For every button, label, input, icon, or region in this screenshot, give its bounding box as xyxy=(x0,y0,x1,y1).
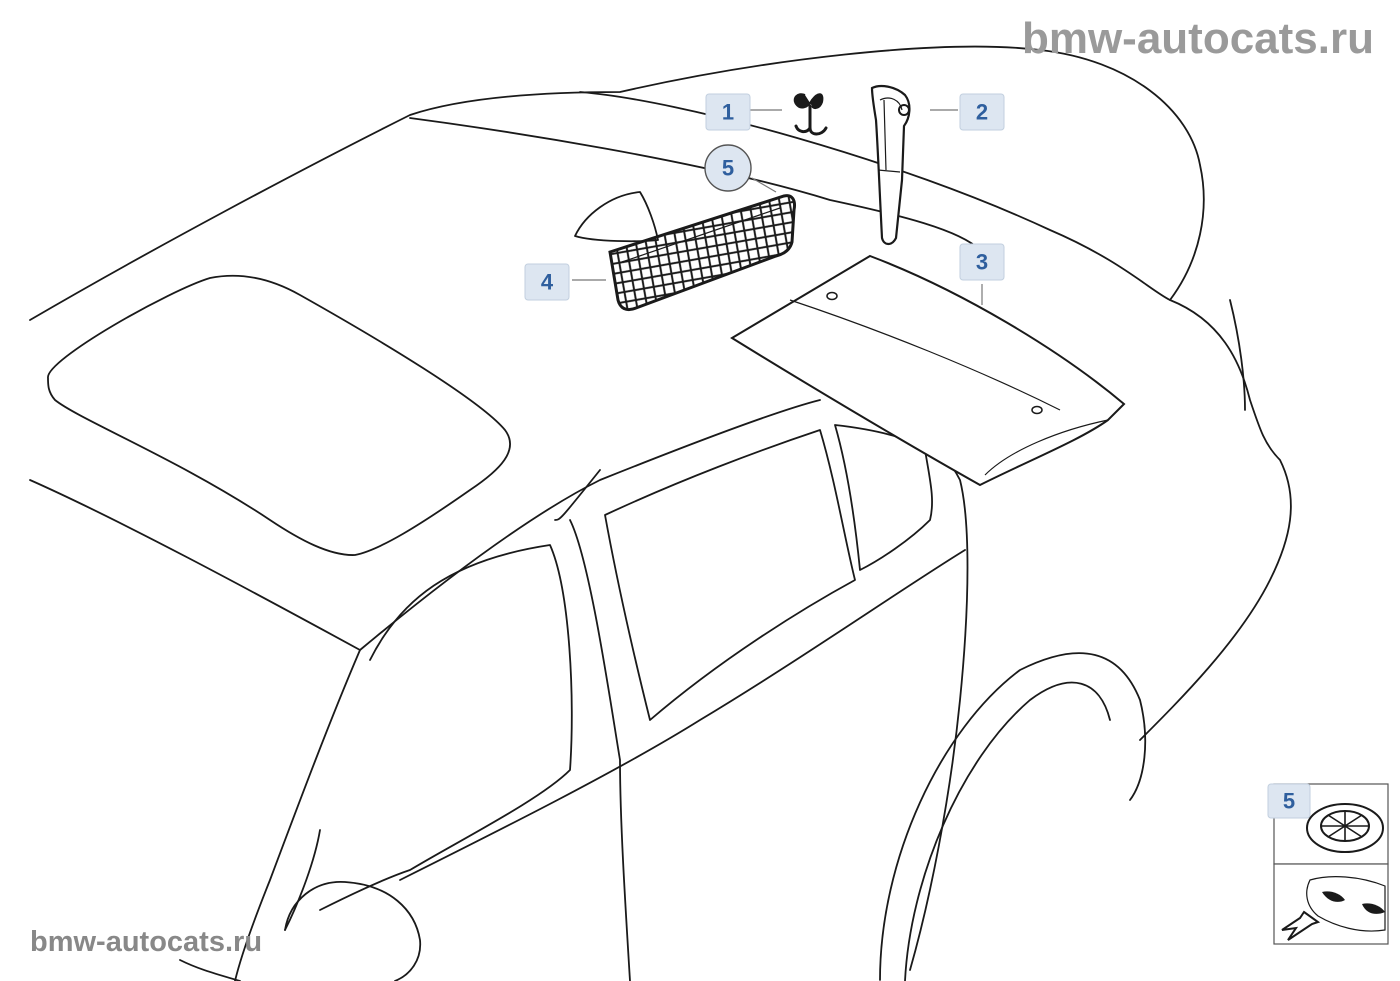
part-4-luggage-net xyxy=(608,194,796,312)
antenna-fin xyxy=(574,191,659,243)
grommet-icon xyxy=(1306,803,1384,853)
part-2-pillar-trim xyxy=(870,84,911,246)
watermark-top: bmw-autocats.ru xyxy=(1021,14,1374,63)
legend-panel: 5 xyxy=(1267,783,1389,945)
callout-1: 1 xyxy=(705,93,751,131)
callout-4: 4 xyxy=(524,263,570,301)
callout-4-label: 4 xyxy=(541,270,554,295)
legend-panel-label: 5 xyxy=(1283,789,1295,814)
part-3-floor-cover xyxy=(730,254,1126,487)
car-locator-icon xyxy=(1306,876,1386,932)
callout-2: 2 xyxy=(959,93,1005,131)
arrow-icon xyxy=(1281,910,1321,941)
callout-3-label: 3 xyxy=(976,250,988,275)
leader-lines xyxy=(572,109,983,305)
callout-3: 3 xyxy=(959,243,1005,281)
watermark-bottom: bmw-autocats.ru xyxy=(30,926,263,958)
callout-2-label: 2 xyxy=(976,100,988,125)
callout-5: 5 xyxy=(704,144,752,192)
part-1-hook xyxy=(793,93,828,136)
callout-5-label: 5 xyxy=(722,156,734,181)
callout-1-label: 1 xyxy=(722,100,734,125)
car-body-outline xyxy=(29,45,1292,981)
